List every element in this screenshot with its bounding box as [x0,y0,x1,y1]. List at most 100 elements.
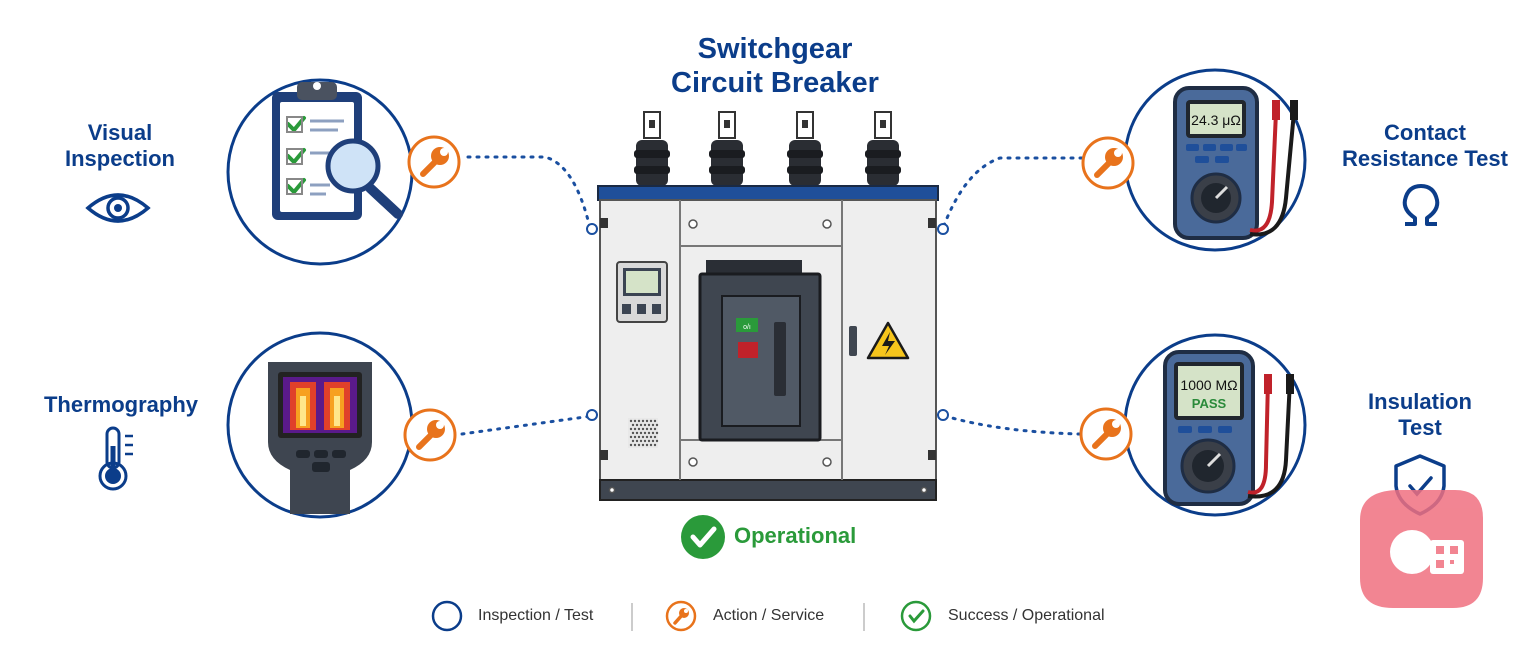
vent-dot [633,435,637,439]
connector-insulation [943,414,1082,436]
vent-dot [653,435,657,439]
vent-dot [643,423,647,427]
vent-dot [637,427,641,431]
vent-dot [629,435,633,439]
bushings [634,111,901,186]
vent-dot [637,443,641,447]
connector-thermo [460,414,594,436]
vent-dot [653,427,657,431]
vent-dot [633,427,637,431]
wrench-icon[interactable] [1081,136,1135,190]
magnifier-icon [325,138,403,219]
vent-dot [645,419,649,423]
vent-dot [653,443,657,447]
visual-inspection-label[interactable]: Visual Inspection [64,120,175,171]
clipboard-icon [272,82,362,220]
legend-success-label: Success / Operational [948,607,1105,624]
vent-dot [645,427,649,431]
contact-meter-reading: 24.3 μΩ [1191,112,1241,128]
door-handle[interactable] [849,326,857,356]
connector-contact [941,156,1084,230]
vent-dot [639,431,643,435]
thermal-camera-icon [268,362,372,514]
close-button[interactable] [736,318,758,332]
brand-logo [1360,490,1483,608]
vent-dot [629,419,633,423]
vent-dot [631,431,635,435]
vent-dot [643,439,647,443]
connector-endpoints [586,223,949,421]
insulation-meter-reading: 1000 MΩ [1180,377,1237,393]
page-title: Switchgear Circuit Breaker [620,32,930,100]
insulation-meter-result: PASS [1192,396,1227,411]
insulation-test-label[interactable]: Insulation Test [1368,389,1472,440]
legend-inspection-icon [431,600,463,632]
vent-dot [647,439,651,443]
legend [431,600,932,632]
high-voltage-warning-icon [866,321,910,360]
vent-dot [649,419,653,423]
vent-dot [651,431,655,435]
legend-check-icon [900,600,932,632]
vent-dot [645,443,649,447]
vent-dot [651,439,655,443]
vent-dot [647,431,651,435]
trip-button[interactable] [738,342,758,358]
vent-dot [649,427,653,431]
vent-dot [643,431,647,435]
thermometer-icon [98,426,133,491]
vent-grille [628,418,659,448]
title-line-1: Switchgear [697,33,853,65]
vent-dot [651,423,655,427]
vent-dot [655,431,659,435]
vent-dot [641,427,645,431]
thermography-label[interactable]: Thermography [43,392,199,417]
insulation-node[interactable] [1123,333,1307,517]
vent-dot [631,423,635,427]
vent-dot [653,419,657,423]
vent-dot [629,443,633,447]
contact-resistance-node[interactable] [1123,68,1307,252]
operational-check-icon [681,515,725,559]
status-label: Operational [734,523,857,548]
visual-inspection-node[interactable] [226,78,414,266]
micro-ohmmeter-icon [1173,86,1298,240]
insulation-tester-icon [1163,350,1294,506]
action-badges [403,135,1135,462]
connectors [460,155,1084,436]
vent-dot [655,439,659,443]
vent-dot [633,419,637,423]
vent-dot [629,427,633,431]
vent-dot [641,435,645,439]
vent-dot [631,439,635,443]
vent-dot [635,439,639,443]
vent-dot [655,423,659,427]
wrench-icon[interactable] [403,408,457,462]
legend-wrench-icon [665,600,697,632]
vent-dot [647,423,651,427]
omega-icon [1402,184,1440,226]
thermography-node[interactable] [226,331,414,519]
title-line-2: Circuit Breaker [671,67,879,99]
vent-dot [639,423,643,427]
vent-dot [649,435,653,439]
wrench-icon[interactable] [407,135,461,189]
vent-dot [635,423,639,427]
vent-dot [645,435,649,439]
vent-dot [641,419,645,423]
eye-icon [85,193,151,223]
vent-dot [635,431,639,435]
legend-inspection-label: Inspection / Test [478,607,594,624]
vent-dot [649,443,653,447]
breaker-close-label: o/ı [743,324,751,331]
vent-dot [639,439,643,443]
vent-dot [641,443,645,447]
contact-resistance-label[interactable]: Contact Resistance Test [1342,120,1508,171]
legend-action-label: Action / Service [713,607,825,624]
vent-dot [637,435,641,439]
breaker-handle[interactable] [774,322,786,396]
wrench-icon[interactable] [1079,407,1133,461]
vent-dot [633,443,637,447]
switchgear-cabinet[interactable] [597,111,939,501]
